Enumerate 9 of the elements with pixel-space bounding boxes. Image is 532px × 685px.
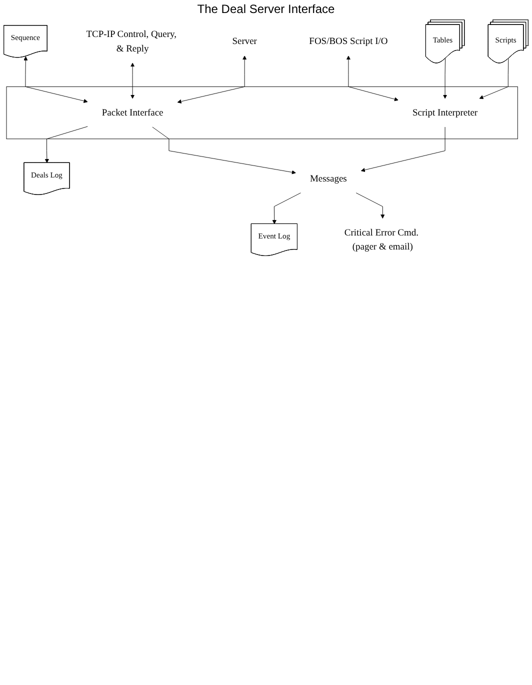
node-text: Messages [310,173,347,184]
node-text: Script Interpreter [412,108,478,118]
node-text: Critical Error Cmd. (pager & email) [344,227,418,252]
node-text: Server [232,36,257,47]
node-text: Packet Interface [102,108,164,118]
cluster [6,86,518,140]
node-text: FOS/BOS Script I/O [309,36,388,47]
diagram-title: The Deal Server Interface [196,1,336,16]
node-text: TCP-IP Control, Query, & Reply [86,29,176,54]
